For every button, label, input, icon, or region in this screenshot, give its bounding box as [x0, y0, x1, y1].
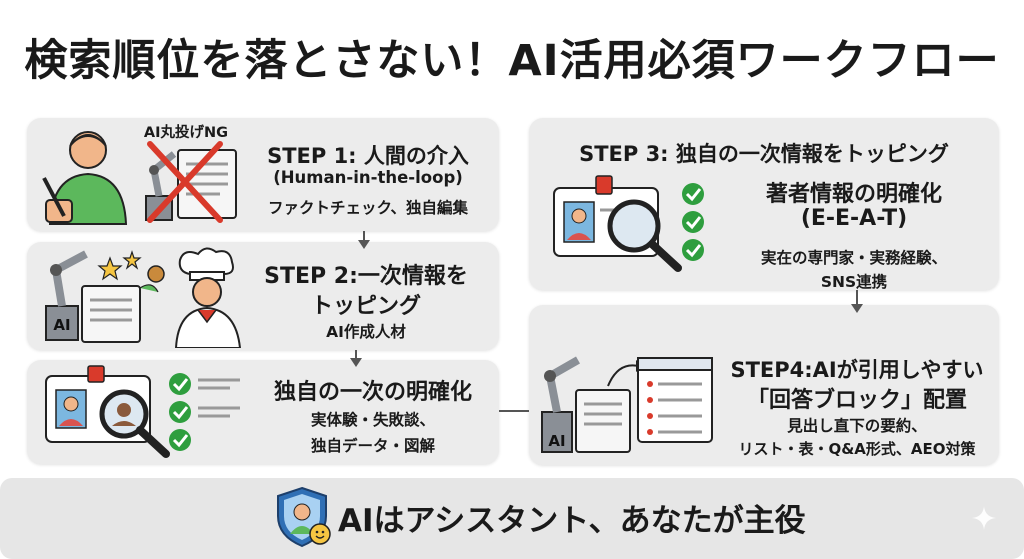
step2b-detail: 実体験・失敗談、 — [310, 411, 435, 429]
step1-heading: STEP 1: 人間の介入 — [267, 144, 469, 168]
step1-detail: ファクトチェック、独自編集 — [267, 199, 469, 217]
chef-icon — [174, 247, 242, 348]
step2b-heading: 独自の一次の明確化 — [273, 380, 472, 405]
step4-detail-2: リスト・表・Q&A形式、AEO対策 — [738, 440, 976, 458]
author-id-card-icon — [553, 175, 682, 272]
step4-detail: 見出し直下の要約、 — [787, 417, 927, 435]
step4-heading-2: 「回答ブロック」配置 — [746, 388, 967, 413]
step4-heading: STEP4:AIが引用しやすい — [730, 358, 984, 382]
step4-ai-label: AI — [548, 432, 566, 450]
step3-detail: 実在の専門家・実務経験、 — [760, 249, 947, 267]
checklist-icon — [169, 373, 240, 451]
step1-heading-sub: (Human-in-the-loop) — [273, 168, 463, 187]
step2-heading: STEP 2:一次情報を — [264, 264, 468, 289]
step2-heading-sub: トッピング — [310, 294, 421, 319]
robot-arm-icon — [45, 250, 165, 343]
step3-detail-2: SNS連携 — [820, 273, 888, 291]
id-card-magnifier-icon — [45, 365, 170, 458]
step2b-detail-2: 独自データ・図解 — [310, 437, 435, 455]
verified-checks-icon — [682, 183, 704, 261]
robot-answer-block-icon — [541, 356, 713, 453]
page-title: 検索順位を落とさない！AI活用必須ワークフロー — [24, 36, 1000, 86]
step3-heading-3: (E-E-A-T) — [800, 206, 908, 231]
shield-user-icon — [277, 486, 331, 548]
sparkle-icon — [972, 506, 996, 530]
footer-message: AIはアシスタント、あなたが主役 — [338, 503, 806, 539]
step3-heading-2: 著者情報の明確化 — [765, 182, 942, 207]
step3-heading: STEP 3: 独自の一次情報をトッピング — [579, 142, 949, 166]
ai-delegation-ng-badge: AI丸投げNG — [143, 125, 229, 141]
step2-ai-label: AI — [53, 316, 71, 334]
human-writer-icon — [42, 131, 128, 225]
step2-detail: AI作成人材 — [326, 323, 406, 341]
robot-crossed-icon — [145, 141, 237, 223]
footer-banner — [0, 478, 1024, 559]
